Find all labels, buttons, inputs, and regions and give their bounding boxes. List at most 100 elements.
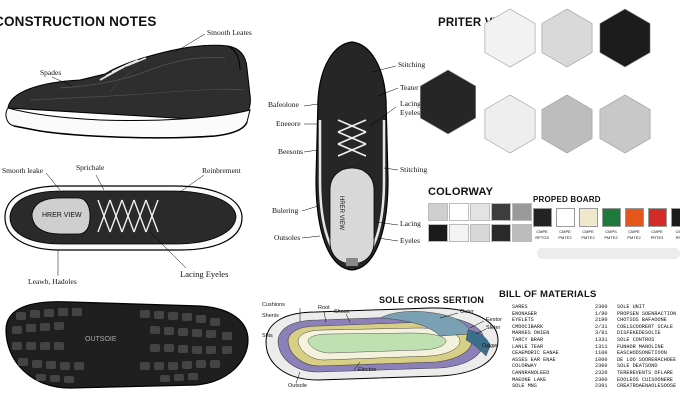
label-lacing: Lacing — [400, 99, 421, 108]
proped-board-sub: PMTE2 — [558, 235, 572, 240]
colorway-swatch — [491, 203, 511, 221]
bom-desc: TEREREVENTS OFLARE — [617, 370, 674, 376]
sole-cross-section-title: SOLE CROSS SERTION — [379, 295, 485, 305]
outsole-text: OUTSOIE — [85, 336, 117, 343]
bom-desc: EOOLEOS CUISOONERE — [617, 376, 674, 383]
bom-qty: 3/81 — [595, 330, 608, 337]
swatch-knit-white — [484, 94, 536, 154]
label-bulering: Bulering — [272, 206, 299, 215]
label-shenis: Shenis — [262, 313, 279, 319]
bom-desc: DE LOO SOORERACHOEE — [617, 356, 677, 363]
bom-item: SARES — [512, 304, 528, 310]
proped-board-sub: PMTE2 — [604, 235, 618, 240]
bom-qty: 2300 — [595, 376, 608, 383]
bom-desc: DISFEKEDESOLIE — [617, 330, 661, 337]
bom-item: TARCY BRAR — [512, 337, 544, 343]
proped-board-code: CMPE — [536, 229, 548, 234]
label-stitching-mid: Stitching — [400, 165, 428, 174]
label-bafeolone: Bafeolone — [268, 100, 299, 109]
mid-insole-text: HRER VIEW — [42, 212, 82, 219]
proped-board-code: CMP — [675, 229, 680, 234]
proped-board-sub: PRTE3 — [650, 235, 664, 240]
swatch-knit-grey — [541, 94, 593, 154]
proped-board-sub: PMTE2 — [581, 235, 595, 240]
label-beesons: Beesons — [278, 147, 303, 156]
proped-board-sub: RPG — [675, 235, 680, 240]
bom-desc: FUNHOR MANOLINE — [617, 343, 664, 350]
proped-board-code: CMPE — [559, 229, 571, 234]
label-root: Root — [318, 305, 330, 311]
label-spades: Spades — [40, 68, 62, 77]
bom-item: SOLE MNS — [512, 383, 537, 390]
bom-qty: 1000 — [595, 356, 608, 363]
bom-item: EYELETS — [512, 317, 534, 324]
label-outsole: Outsole — [288, 383, 307, 389]
bom-desc: SOLE UNIT — [617, 304, 646, 310]
bom-qty: 1331 — [595, 337, 608, 343]
swatch-leather-black — [419, 69, 477, 135]
proped-board-chip — [556, 208, 575, 227]
proped-board-strip — [537, 248, 680, 259]
bom-item: ENONAGER — [512, 310, 537, 317]
bom-item: COLORWAY — [512, 363, 537, 370]
proped-board-code: CMPE — [582, 229, 594, 234]
label-cushions: Cushions — [262, 302, 285, 308]
colorway-swatch — [428, 224, 448, 242]
construction-notes-title: CONSTRUCTION NOTES — [0, 14, 157, 29]
proped-board-sub: RPTG3 — [535, 235, 549, 240]
label-lacing-eyeles: Lacing Eyeles — [180, 269, 229, 279]
label-sleter: Sleter — [486, 325, 501, 331]
proped-board-chip — [625, 208, 644, 227]
label-oslow: Oslow — [482, 343, 498, 349]
proped-board-code: CMPS — [605, 229, 617, 234]
proped-board-chip — [533, 208, 552, 227]
proped-board-sub: PMTE2 — [627, 235, 641, 240]
label-smooth-leake: Smooth leake — [2, 166, 44, 175]
bom-item: CMDOCIBARK — [512, 323, 544, 330]
bill-of-materials-title: BILL OF MATERIALS — [499, 289, 597, 300]
swatch-weave-grey — [599, 94, 651, 154]
label-eestor: Eestor — [486, 317, 502, 323]
bom-desc: CREATROAENAOLESOOSE — [617, 383, 677, 390]
bom-qty: 2391 — [595, 383, 608, 390]
proped-board-code: CMPE — [651, 229, 663, 234]
bom-qty: 2300 — [595, 363, 608, 370]
label-stitching-top: Stitching — [398, 60, 426, 69]
label-eneeore: Eneeore — [276, 119, 301, 128]
proped-board-chip — [602, 208, 621, 227]
label-shooe: Shooe — [334, 309, 350, 315]
bom-desc: PROPSEN SOENRACTION — [617, 310, 677, 317]
colorway-swatch — [449, 224, 469, 242]
colorway-swatch — [470, 203, 490, 221]
label-leawb-hadoles: Leawb, Hadoles — [28, 277, 77, 286]
proped-board-chip — [671, 208, 680, 227]
bom-desc: EASCHODSONETIOON — [617, 350, 667, 357]
proped-board-code: CMPE — [628, 229, 640, 234]
label-teater: Teater — [400, 83, 419, 92]
colorway-swatch — [491, 224, 511, 242]
proped-board-chip — [648, 208, 667, 227]
proped-board-chip — [579, 208, 598, 227]
bom-desc: CHOTSOS BAFAOONE — [617, 317, 667, 324]
colorway-swatch — [512, 224, 532, 242]
bom-desc: COELSCOORERT SCALE — [617, 323, 674, 330]
bom-item: CANNRANOLEED — [512, 370, 550, 376]
top-view-shoe — [315, 41, 389, 271]
bom-item: MAEONE LAKE — [512, 376, 547, 383]
bom-qty: 1/90 — [595, 310, 608, 317]
swatch-mesh-white — [484, 8, 536, 68]
swatch-mesh-light-grey — [541, 8, 593, 68]
label-outsoles: Outsoles — [274, 233, 301, 242]
sole-cross-section-drawing — [265, 307, 499, 381]
label-sprichale: Sprichale — [76, 163, 105, 172]
colorway-swatch — [449, 203, 469, 221]
leader-lines — [45, 33, 494, 384]
bom-item: MARKES ONIEN — [512, 330, 550, 337]
side-view-shoe — [5, 44, 251, 139]
bom-qty: 1100 — [595, 350, 608, 357]
bom-qty: 2320 — [595, 370, 608, 376]
label-shis: Shis — [262, 333, 273, 339]
bom-item: LANLE TEAR — [512, 343, 544, 350]
